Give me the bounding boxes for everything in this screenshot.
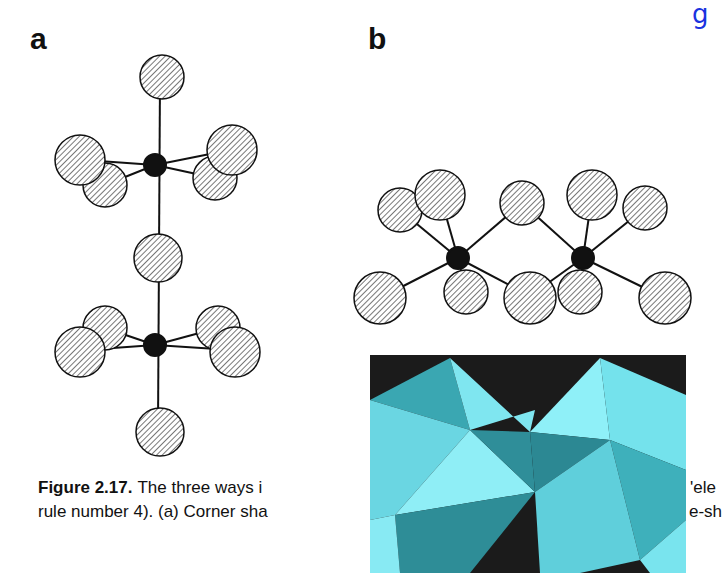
polyhedra-render-inset <box>370 355 686 573</box>
figure-number: Figure 2.17. <box>38 479 132 498</box>
caption-fragment: 'ele <box>690 479 716 498</box>
edge-sharing-octahedra <box>354 170 691 324</box>
panel-letter: a <box>30 22 47 55</box>
title-fragment: g <box>692 0 709 29</box>
corner-sharing-octahedra <box>55 55 260 456</box>
panel-letter: b <box>368 22 386 55</box>
caption-text: The three ways i <box>137 479 262 498</box>
caption-text: rule number 4). (a) Corner sha <box>38 503 268 522</box>
caption-fragment: e-sh <box>689 503 722 522</box>
